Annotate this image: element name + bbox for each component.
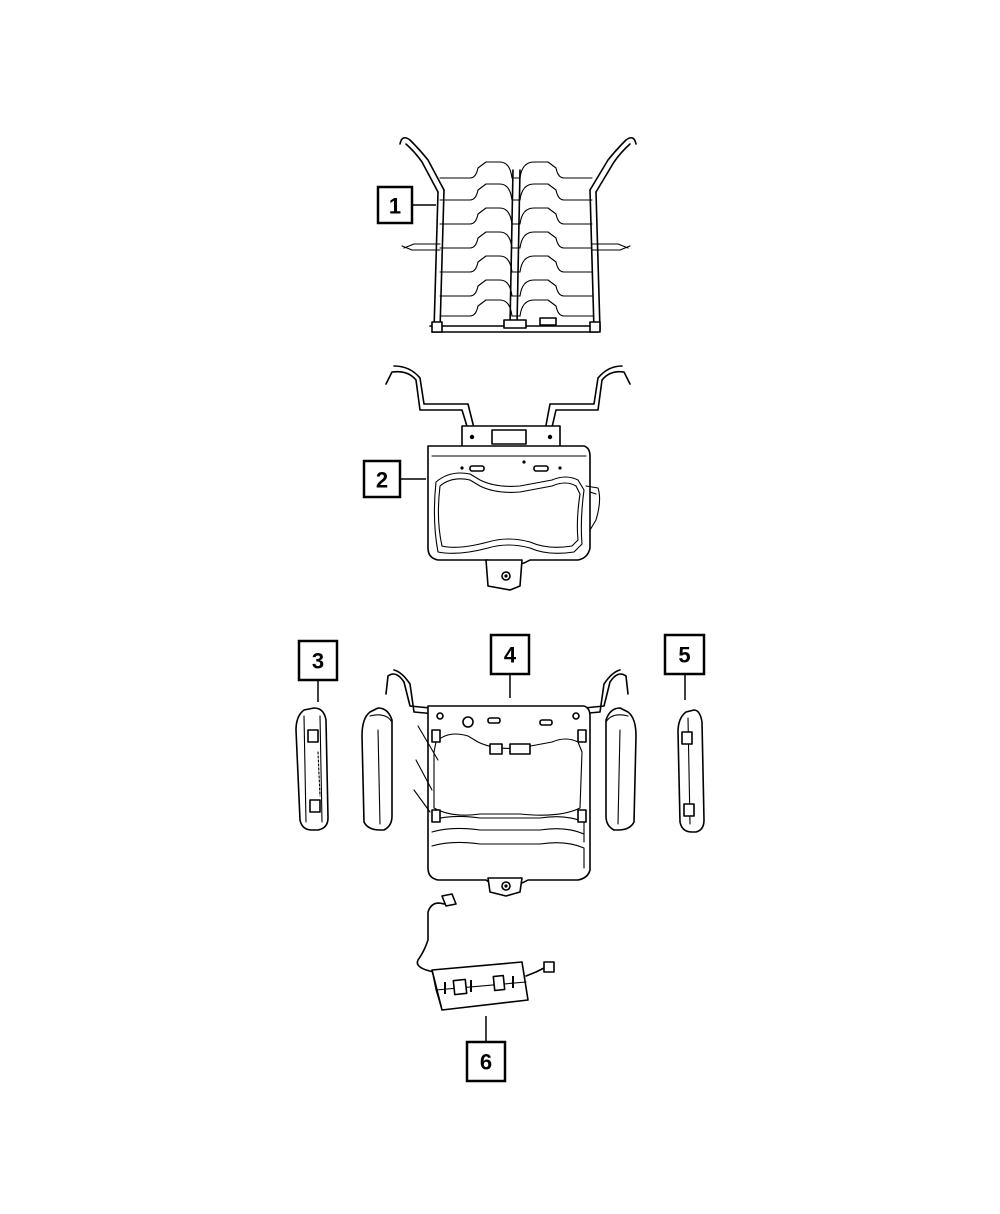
callout-6-label: 6: [480, 1050, 492, 1075]
callout-4-label: 4: [504, 643, 517, 668]
callout-2: 2: [362, 459, 402, 499]
part-6-control-module: [416, 893, 555, 1011]
callout-3-label: 3: [312, 649, 324, 674]
part-2-seat-cushion-frame: [385, 365, 631, 591]
callout-6: 6: [465, 1040, 507, 1083]
leader-lines: [317, 204, 686, 1042]
part-3-left-side-shield: [295, 707, 329, 831]
callout-4: 4: [489, 633, 531, 676]
callout-2-label: 2: [376, 468, 388, 493]
callout-1: 1: [376, 185, 414, 225]
callout-5: 5: [663, 633, 706, 676]
part-5-right-side-shield: [677, 709, 705, 833]
callout-5-label: 5: [678, 643, 690, 668]
callout-3: 3: [297, 639, 339, 682]
part-1-seat-back-spring-frame: [399, 136, 637, 333]
callout-1-label: 1: [389, 194, 401, 219]
part-4-seat-cushion-assembly: [361, 669, 637, 897]
